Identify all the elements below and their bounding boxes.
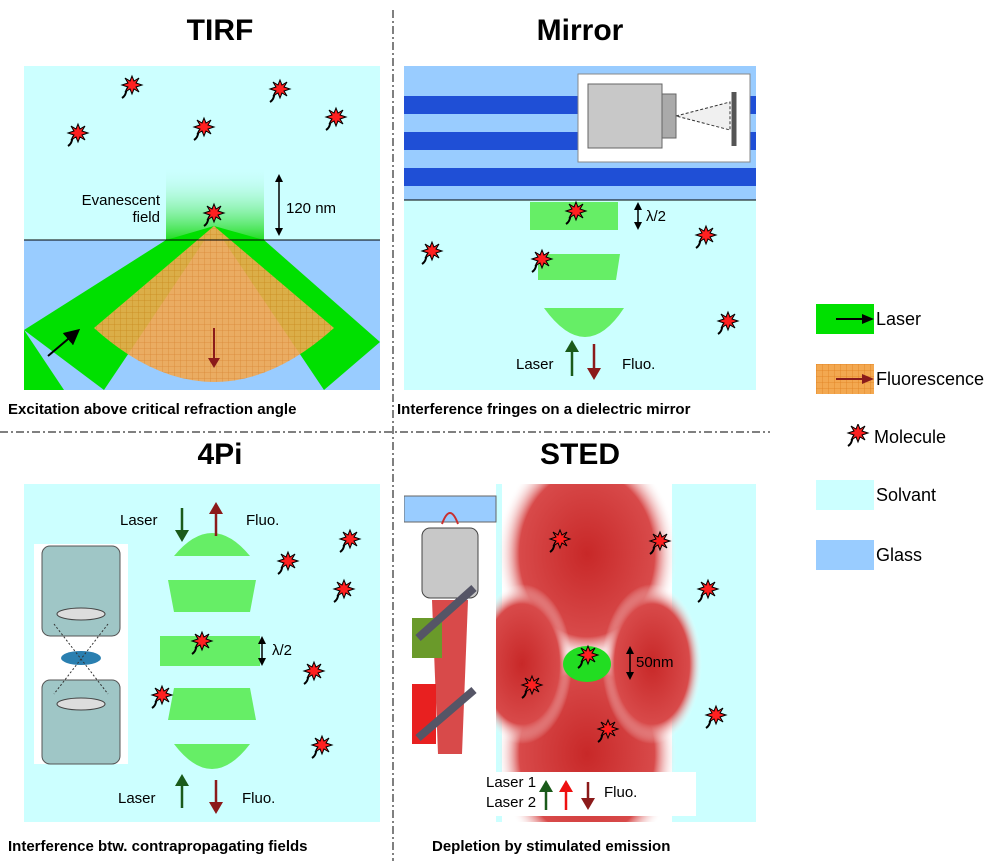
tirf-panel: Evanescent field 120 nm xyxy=(24,66,380,390)
legend-laser: Laser xyxy=(816,304,921,334)
fourpi-title: 4Pi xyxy=(197,438,243,471)
fourpi-spacing-label: λ/2 xyxy=(272,642,293,659)
fourpi-illustration xyxy=(24,484,380,822)
sted-illustration xyxy=(404,484,756,822)
legend-laser-label: Laser xyxy=(876,308,922,329)
mirror-laser-label: Laser xyxy=(516,356,554,373)
sted-spot-label: 50nm xyxy=(636,654,674,671)
fourpi-caption: Interference btw. contrapropagating fiel… xyxy=(8,838,308,855)
fourpi-fluo-bottom-label: Fluo. xyxy=(242,790,276,807)
sted-fluo-label: Fluo. xyxy=(604,784,638,801)
legend-glass: Glass xyxy=(816,540,922,570)
mirror-panel: λ/2 Laser Fluo. xyxy=(404,66,756,390)
legend-solvant: Solvant xyxy=(816,480,936,510)
legend-glass-label: Glass xyxy=(876,544,923,565)
fluorescence-swatch-icon xyxy=(816,364,874,394)
mirror-caption: Interference fringes on a dielectric mir… xyxy=(397,401,691,418)
mirror-spacing-label: λ/2 xyxy=(646,208,667,225)
mirror-title: Mirror xyxy=(536,14,624,47)
sted-title: STED xyxy=(539,438,620,471)
fourpi-laser-top-label: Laser xyxy=(120,512,158,529)
legend-molecule: Molecule xyxy=(846,424,946,450)
legend-fluorescence: Fluorescence xyxy=(816,364,984,394)
legend-solvant-label: Solvant xyxy=(876,484,937,505)
tirf-depth-label: 120 nm xyxy=(286,200,337,217)
legend-molecule-label: Molecule xyxy=(874,426,947,447)
tirf-caption: Excitation above critical refraction ang… xyxy=(8,401,297,418)
solvant-swatch-icon xyxy=(816,480,874,510)
fourpi-panel: Laser Fluo. λ/2 Laser Fluo. xyxy=(24,484,380,822)
glass-swatch-icon xyxy=(816,540,874,570)
laser-swatch-icon xyxy=(816,304,874,334)
fourpi-fluo-top-label: Fluo. xyxy=(246,512,280,529)
sted-laser2-label: Laser 2 xyxy=(486,794,537,811)
sted-laser1-label: Laser 1 xyxy=(486,774,537,791)
molecule-icon xyxy=(847,424,869,447)
sted-panel: 50nm Laser 1 Laser 2 Fluo. xyxy=(404,484,756,822)
tirf-title: TIRF xyxy=(186,14,254,47)
sted-caption: Depletion by stimulated emission xyxy=(432,838,671,855)
tirf-evanescent-label: Evanescent field xyxy=(81,192,160,226)
legend-fluorescence-label: Fluorescence xyxy=(876,368,985,389)
mirror-fluo-label: Fluo. xyxy=(622,356,656,373)
tirf-illustration xyxy=(24,66,380,390)
mirror-illustration xyxy=(404,66,756,390)
fourpi-laser-bottom-label: Laser xyxy=(118,790,156,807)
